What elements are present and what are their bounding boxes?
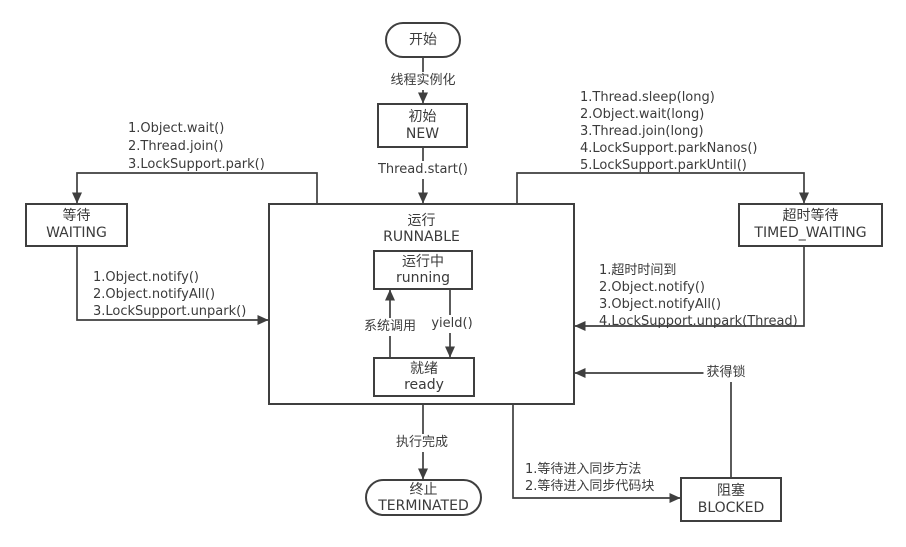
edge-runnable-to-timed-waiting xyxy=(516,172,809,204)
edge-runnable-to-waiting xyxy=(72,172,318,204)
edge-label-runnable-to-timed-waiting: 1.Thread.sleep(long) 2.Object.wait(long)… xyxy=(580,89,757,174)
edge-label-timed-waiting-to-runnable: 1.超时时间到 2.Object.notify() 3.Object.notif… xyxy=(599,262,798,330)
node-running-label-en: running xyxy=(395,270,451,286)
edge-label-line: 2.Thread.join() xyxy=(128,139,224,154)
node-new-label-zh: 初始 xyxy=(408,108,437,125)
node-blocked-label-en: BLOCKED xyxy=(697,499,765,516)
node-ready-label-zh: 就绪 xyxy=(410,361,438,377)
edge-label-line: 1.Object.notify() xyxy=(93,270,199,285)
node-new-label-en: NEW xyxy=(405,125,440,142)
edge-label-line: 3.LockSupport.unpark() xyxy=(93,304,247,319)
node-ready: 就绪 ready xyxy=(373,357,475,397)
edge-label-instantiate: 线程实例化 xyxy=(387,72,459,90)
edge-label-acquire-lock: 获得锁 xyxy=(703,364,749,382)
node-runnable: 运行 RUNNABLE xyxy=(268,203,575,405)
node-runnable-title: 运行 RUNNABLE xyxy=(270,205,573,245)
edge-label-run-complete: 执行完成 xyxy=(392,434,452,452)
edge-runnable-to-blocked xyxy=(512,405,681,503)
node-blocked: 阻塞 BLOCKED xyxy=(680,477,782,522)
node-runnable-label-zh: 运行 xyxy=(407,213,436,229)
edge-label-line: 1.超时时间到 xyxy=(599,263,677,278)
edge-label-waiting-to-runnable: 1.Object.notify() 2.Object.notifyAll() 3… xyxy=(93,269,246,320)
edge-waiting-to-runnable xyxy=(76,247,269,325)
edge-label-line: 1.Object.wait() xyxy=(128,121,225,136)
node-new: 初始 NEW xyxy=(377,103,468,148)
node-start: 开始 xyxy=(385,22,461,58)
node-runnable-label-en: RUNNABLE xyxy=(383,229,460,245)
edge-label-line: 1.Thread.sleep(long) xyxy=(580,90,715,105)
node-terminated-label-en: TERMINATED xyxy=(378,497,469,514)
edge-label-line: 3.Object.notifyAll() xyxy=(599,297,722,312)
edge-label-line: 3.LockSupport.park() xyxy=(128,157,265,172)
edge-label-system-call: 系统调用 xyxy=(360,318,420,336)
node-terminated-label-zh: 终止 xyxy=(409,481,438,498)
edge-label-line: 4.LockSupport.parkNanos() xyxy=(580,141,758,156)
edge-timed-waiting-to-runnable xyxy=(574,247,805,331)
node-waiting-label-en: WAITING xyxy=(46,225,107,241)
node-waiting-label-zh: 等待 xyxy=(62,208,91,224)
node-waiting: 等待 WAITING xyxy=(25,203,128,247)
edge-label-line: 5.LockSupport.parkUntil() xyxy=(580,158,747,173)
edge-label-line: 2.Object.wait(long) xyxy=(580,107,705,122)
edge-label-line: 1.等待进入同步方法 xyxy=(525,462,642,477)
edge-label-line: 2.等待进入同步代码块 xyxy=(525,479,655,494)
edge-label-thread-start: Thread.start() xyxy=(374,161,472,179)
node-blocked-label-zh: 阻塞 xyxy=(717,482,745,499)
node-terminated: 终止 TERMINATED xyxy=(365,479,482,516)
edge-label-yield: yield() xyxy=(428,315,476,333)
node-timed-waiting-label-en: TIMED_WAITING xyxy=(754,225,867,241)
node-timed-waiting: 超时等待 TIMED_WAITING xyxy=(738,203,883,247)
node-ready-label-en: ready xyxy=(404,377,444,393)
node-start-label: 开始 xyxy=(409,31,437,48)
node-timed-waiting-label-zh: 超时等待 xyxy=(782,208,839,224)
edge-label-line: 2.Object.notifyAll() xyxy=(93,287,216,302)
node-running-label-zh: 运行中 xyxy=(402,254,444,270)
edge-label-line: 3.Thread.join(long) xyxy=(580,124,704,139)
edge-label-line: 2.Object.notify() xyxy=(599,280,705,295)
edge-label-runnable-to-waiting: 1.Object.wait() 2.Thread.join() 3.LockSu… xyxy=(128,120,265,174)
edge-label-runnable-to-blocked: 1.等待进入同步方法 2.等待进入同步代码块 xyxy=(525,461,654,495)
edge-label-line: 4.LockSupport.unpark(Thread) xyxy=(599,314,798,329)
node-running: 运行中 running xyxy=(373,250,473,290)
